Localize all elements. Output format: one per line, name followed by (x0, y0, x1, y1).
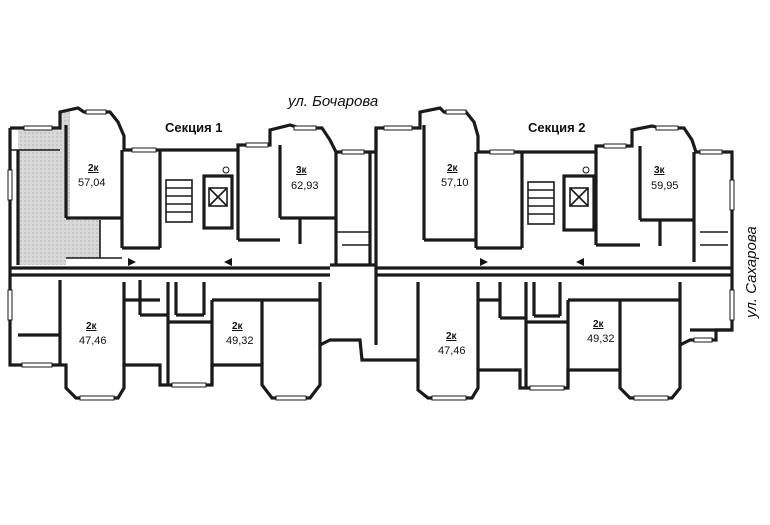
svg-text:3к: 3к (654, 165, 666, 176)
apartment-label: 3к 59,95 (651, 165, 679, 192)
svg-text:49,32: 49,32 (587, 333, 615, 345)
svg-text:59,95: 59,95 (651, 180, 679, 192)
svg-text:47,46: 47,46 (79, 335, 107, 347)
apartment-label: 3к 62,93 (291, 165, 319, 192)
svg-text:2к: 2к (232, 321, 244, 332)
svg-text:57,04: 57,04 (78, 177, 106, 189)
street-label-right: ул. Сахарова (743, 226, 760, 319)
svg-text:49,32: 49,32 (226, 335, 254, 347)
street-label-top: ул. Бочарова (287, 93, 378, 110)
svg-text:2к: 2к (86, 321, 98, 332)
apartment-label: 2к 57,10 (441, 163, 469, 189)
apartment-label: 2к 47,46 (79, 321, 107, 347)
section-2-walls (376, 125, 732, 388)
svg-text:57,10: 57,10 (441, 177, 469, 189)
apartment-label: 2к 49,32 (587, 319, 615, 345)
section-1-label: Секция 1 (165, 120, 223, 135)
svg-text:2к: 2к (446, 331, 458, 342)
svg-text:2к: 2к (88, 163, 100, 174)
apartment-label: 2к 57,04 (78, 163, 106, 189)
svg-text:2к: 2к (593, 319, 605, 330)
apartment-label: 2к 49,32 (226, 321, 254, 347)
svg-text:47,46: 47,46 (438, 345, 466, 357)
svg-text:62,93: 62,93 (291, 180, 319, 192)
apartment-label: 2к 47,46 (438, 331, 466, 357)
entrance-markers (128, 166, 590, 266)
svg-text:2к: 2к (447, 163, 459, 174)
section-1-walls (10, 125, 378, 385)
svg-text:3к: 3к (296, 165, 308, 176)
windows (7, 109, 735, 401)
section-2-label: Секция 2 (528, 120, 586, 135)
